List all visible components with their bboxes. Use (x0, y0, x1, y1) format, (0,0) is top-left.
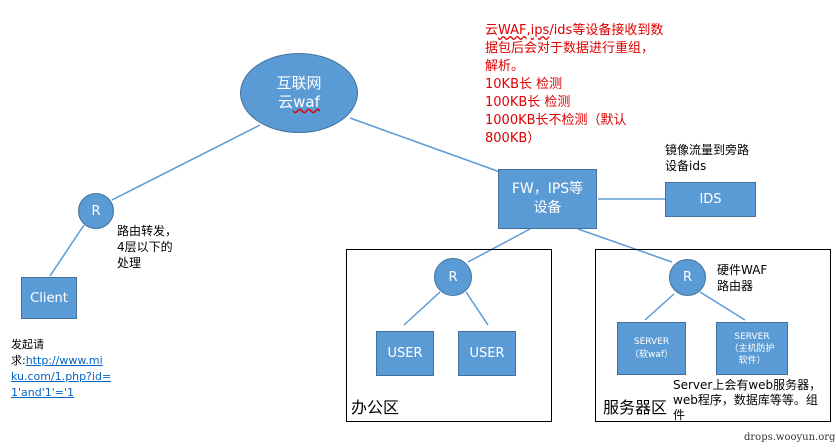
request-note: 发起请 求:http://www.mi ku.com/1.php?id= 1'a… (11, 337, 111, 401)
cloud-waf-note-line6: 1000KB长不检测（默认 (485, 113, 627, 128)
router-server[interactable]: R (669, 259, 706, 296)
line-server-router-server2 (699, 291, 746, 321)
user-node-1[interactable]: USER (376, 331, 434, 376)
cloud-waf-note-line4: 10KB长 检测 (485, 77, 563, 92)
office-zone (346, 249, 552, 422)
routing-note-line3: 处理 (117, 256, 142, 270)
request-note-line1: 发起请 (11, 338, 44, 351)
routing-note: 路由转发， 4层以下的 处理 (117, 223, 177, 271)
hardware-waf-note-line2: 路由器 (717, 279, 754, 293)
cloud-waf-note-line1: 云WAF,ips/ids等设备接收到数 (485, 22, 663, 40)
mirror-note-line1: 镜像流量到旁路 (665, 143, 750, 157)
request-prefix: 求: (11, 354, 26, 367)
line-fw-office-router (467, 228, 531, 263)
server-components-line1: Server上会有web服务器， (673, 378, 822, 392)
waf-text: waf (293, 93, 320, 111)
server-soft-waf-node[interactable]: SERVER （软waf） (617, 322, 686, 375)
line-internet-fw (349, 117, 501, 173)
note-comma: , (526, 23, 531, 38)
server1-sub: （软waf） (629, 349, 674, 360)
server-zone (595, 249, 831, 422)
line-router-client (49, 224, 85, 277)
server2-sub: （主机防护 (729, 343, 775, 354)
line-internet-router (111, 124, 261, 201)
request-note-line2: 求:http://www.mi (11, 353, 111, 369)
hardware-waf-note-line1: 硬件WAF (717, 263, 768, 277)
line-fw-server-router (577, 228, 673, 263)
user-node-2[interactable]: USER (458, 331, 516, 376)
server2-sub-2: 软件） (738, 355, 766, 366)
cloud-waf-note: 云WAF,ips/ids等设备接收到数 据包后会对于数据进行重组， 解析。 10… (485, 22, 663, 148)
note-ips: ips (530, 23, 550, 38)
fw-ips-node[interactable]: FW，IPS等 设备 (498, 169, 597, 229)
line-office-router-user1 (403, 291, 441, 326)
cloud-waf-note-line3: 解析。 (485, 59, 525, 74)
server1-label: SERVER (633, 336, 670, 347)
routing-note-line1: 路由转发， (117, 224, 178, 238)
internet-label: 互联网 (276, 74, 322, 92)
line-office-router-user2 (465, 291, 489, 326)
request-link-2[interactable]: ku.com/1.php?id= (11, 370, 112, 383)
fw-ips-label: FW，IPS等 (511, 181, 584, 197)
server-components-line3: 件 (673, 408, 686, 422)
line-server-router-server1 (644, 293, 675, 321)
router-top[interactable]: R (78, 193, 114, 229)
server-components-line2: web程序，数据库等等。组 (673, 393, 818, 407)
server2-label: SERVER (734, 331, 770, 342)
cloud-waf-label: 云waf (278, 93, 320, 112)
request-link-1[interactable]: http://www.mi (25, 354, 103, 367)
client-node[interactable]: Client (21, 277, 77, 319)
cloud-waf-note-line2: 据包后会对于数据进行重组， (485, 41, 655, 56)
hardware-waf-note: 硬件WAF 路由器 (717, 262, 767, 294)
cloud-prefix: 云 (278, 93, 294, 111)
internet-cloud-waf-node[interactable]: 互联网 云waf (240, 53, 358, 133)
routing-note-line2: 4层以下的 (117, 240, 173, 254)
note-waf: WAF (498, 23, 527, 38)
note-rest: /ids等设备接收到数 (549, 23, 664, 38)
server-components-note: Server上会有web服务器， web程序，数据库等等。组 件 (673, 378, 821, 423)
cloud-waf-note-line7: 800KB） (485, 131, 541, 146)
server-zone-label: 服务器区 (603, 398, 668, 417)
office-zone-label: 办公区 (351, 398, 400, 417)
mirror-note: 镜像流量到旁路 设备ids (665, 142, 749, 174)
cloud-waf-note-line5: 100KB长 检测 (485, 95, 571, 110)
fw-ips-label-2: 设备 (533, 200, 562, 216)
note-prefix: 云 (485, 23, 499, 38)
request-link-3[interactable]: 1'and'1'='1 (11, 386, 75, 399)
mirror-note-line2: 设备ids (665, 159, 707, 173)
ids-node[interactable]: IDS (665, 182, 756, 217)
watermark: drops.wooyun.org (744, 432, 836, 443)
router-office[interactable]: R (434, 258, 472, 296)
server-host-protection-node[interactable]: SERVER （主机防护 软件） (716, 322, 788, 375)
